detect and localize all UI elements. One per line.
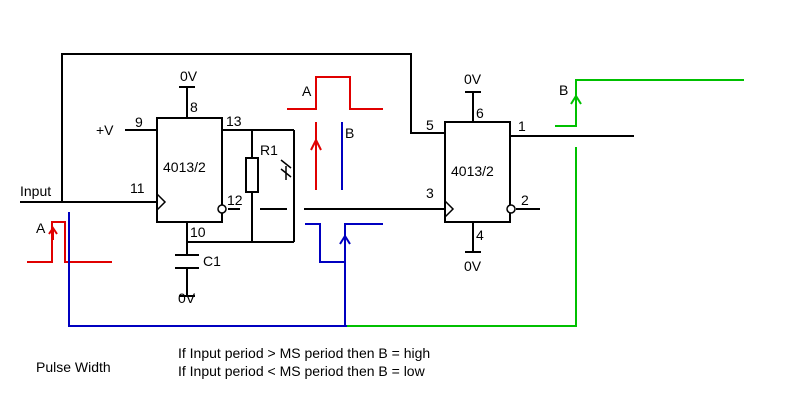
chip-1-pin-10: 10	[190, 224, 206, 240]
zero-v-label-chip2-top: 0V	[464, 71, 482, 87]
blue-waveforms	[68, 122, 383, 327]
chip-2-name: 4013/2	[451, 163, 494, 179]
pulse-width-title: Pulse Width	[36, 359, 111, 375]
chip-1-name: 4013/2	[163, 159, 206, 175]
chip-2-pin-1: 1	[518, 118, 526, 134]
capacitor-c1	[175, 254, 199, 269]
note-line-2: If Input period < MS period then B = low	[178, 363, 426, 379]
zero-v-label-chip1-bottom: 0V	[178, 290, 196, 306]
input-label: Input	[20, 183, 51, 199]
zero-v-label-chip1-top: 0V	[180, 68, 198, 84]
waveform-b-label-right: B	[559, 82, 568, 98]
waveform-b-label-top: B	[345, 125, 354, 141]
chip-2-pin-5: 5	[426, 117, 434, 133]
chip-2-pin-3: 3	[426, 185, 434, 201]
chip-2-pin-6: 6	[476, 105, 484, 121]
r1-label: R1	[260, 142, 278, 158]
chip-1-pin-13: 13	[226, 113, 242, 129]
zero-v-label-chip2-bottom: 0V	[464, 258, 482, 274]
red-waveforms	[27, 76, 383, 263]
black-wiring	[20, 53, 634, 297]
chip-1-pin-11: 11	[130, 180, 145, 196]
chip-1-pin-9: 9	[135, 114, 143, 130]
resistor-r1	[245, 157, 259, 193]
chip-2-pin-4: 4	[476, 227, 484, 243]
waveform-a-label-left: A	[36, 220, 46, 236]
zener-diode	[280, 159, 292, 180]
chip-4013-1: 4013/2 9 8 13 11 12 10	[130, 99, 243, 240]
chip-2-pin-2: 2	[521, 192, 529, 208]
chip-1-pin-8: 8	[190, 99, 198, 115]
chip-4013-2: 4013/2 5 6 1 3 2 4	[426, 105, 529, 243]
waveform-a-label-top: A	[302, 83, 312, 99]
c1-label: C1	[203, 253, 221, 269]
plus-v-label: +V	[96, 122, 114, 138]
chip-1-pin-12: 12	[227, 192, 243, 208]
green-waveforms	[347, 79, 744, 327]
note-line-1: If Input period > MS period then B = hig…	[178, 345, 430, 361]
